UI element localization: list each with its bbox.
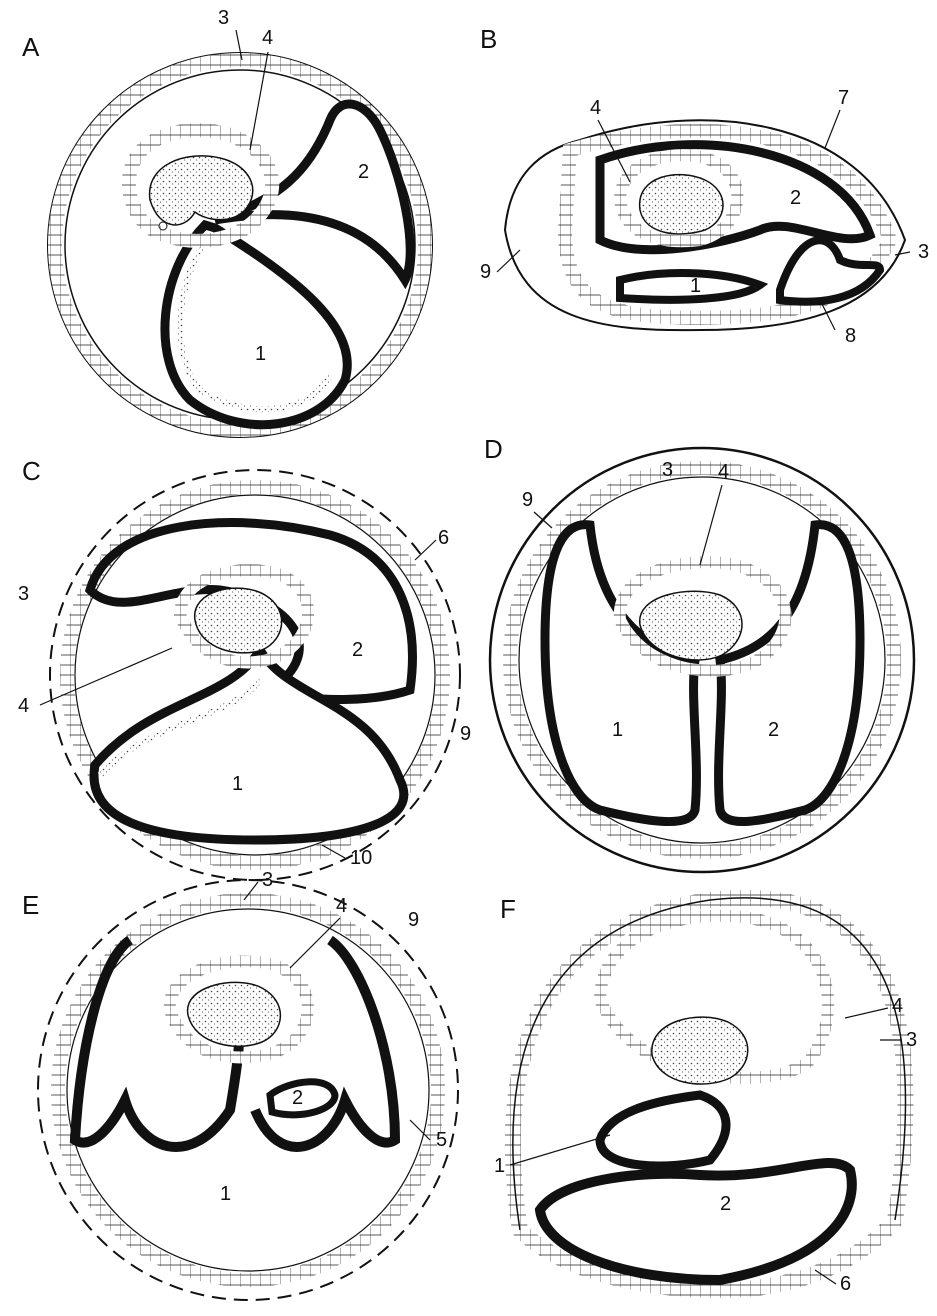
label-e-4: 4 <box>336 895 347 917</box>
label-f-1: 1 <box>494 1155 505 1177</box>
panel-e: E 3 4 9 2 5 1 <box>22 869 458 1300</box>
label-b-1: 1 <box>690 275 701 297</box>
label-a-1: 1 <box>255 343 266 365</box>
panel-c: C 6 3 2 4 9 1 10 <box>18 456 471 880</box>
panel-c-label: C <box>22 456 41 486</box>
panel-f-label: F <box>500 894 516 924</box>
label-e-3: 3 <box>262 869 273 891</box>
label-e-9: 9 <box>408 909 419 931</box>
label-b-8: 8 <box>845 325 856 347</box>
label-d-3: 3 <box>662 459 673 481</box>
label-a-3: 3 <box>218 7 229 29</box>
panel-e-label: E <box>22 890 39 920</box>
label-c-9: 9 <box>460 723 471 745</box>
embryo <box>150 156 253 225</box>
label-f-3: 3 <box>906 1029 917 1051</box>
label-c-4: 4 <box>18 695 29 717</box>
panel-b: B 4 7 2 3 1 8 9 <box>480 24 929 347</box>
panel-a: A 3 4 2 1 <box>22 7 432 437</box>
label-d-4: 4 <box>718 461 729 483</box>
label-c-10: 10 <box>350 847 372 869</box>
label-d-2: 2 <box>768 719 779 741</box>
panel-a-label: A <box>22 32 40 62</box>
embryo <box>652 1017 748 1084</box>
embryo <box>195 588 282 653</box>
label-c-1: 1 <box>232 773 243 795</box>
label-b-9: 9 <box>480 261 491 283</box>
label-b-2: 2 <box>790 187 801 209</box>
panel-d: D 3 4 9 1 2 <box>484 434 914 872</box>
sac-1 <box>600 1095 726 1166</box>
label-d-1: 1 <box>612 719 623 741</box>
label-d-9: 9 <box>522 489 533 511</box>
label-e-2: 2 <box>292 1087 303 1109</box>
sac-1 <box>165 225 347 425</box>
label-a-2: 2 <box>358 161 369 183</box>
label-e-1: 1 <box>220 1183 231 1205</box>
label-c-3: 3 <box>18 583 29 605</box>
label-c-6: 6 <box>438 527 449 549</box>
label-b-3: 3 <box>918 241 929 263</box>
label-f-2: 2 <box>720 1193 731 1215</box>
embryo <box>188 982 281 1046</box>
label-c-2: 2 <box>352 639 363 661</box>
label-f-6: 6 <box>840 1273 851 1295</box>
panel-b-label: B <box>480 24 497 54</box>
embryo <box>640 175 723 234</box>
label-a-4: 4 <box>262 27 273 49</box>
label-b-4: 4 <box>590 97 601 119</box>
panel-f: F 4 3 1 2 6 <box>494 894 917 1295</box>
panel-d-label: D <box>484 434 503 464</box>
label-e-5: 5 <box>436 1129 447 1151</box>
label-f-4: 4 <box>892 995 903 1017</box>
label-b-7: 7 <box>838 87 849 109</box>
